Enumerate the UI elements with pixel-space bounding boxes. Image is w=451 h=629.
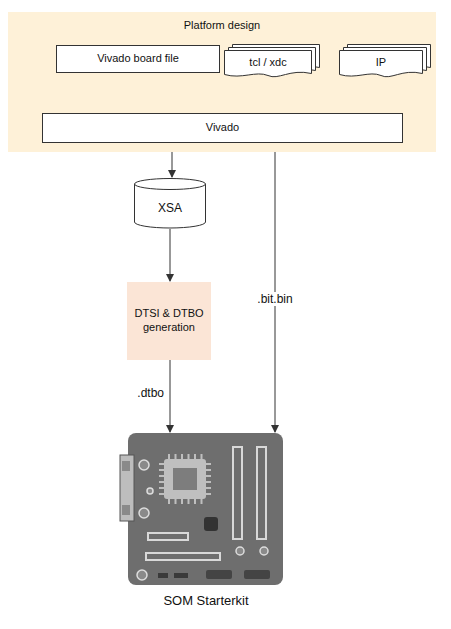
process-box: Vivado bbox=[42, 113, 403, 143]
flow-arrow bbox=[275, 143, 276, 432]
data-cylinder: XSA bbox=[134, 178, 206, 229]
edge-label: .bit.bin bbox=[255, 292, 294, 306]
node-label: IP bbox=[376, 56, 386, 70]
board-node: SOM Starterkit bbox=[120, 433, 292, 615]
node-label: XSA bbox=[158, 201, 182, 216]
node-label: Vivado bbox=[206, 121, 239, 135]
flow-arrow bbox=[170, 360, 171, 432]
node-label: DTSI & DTBO generation bbox=[133, 307, 205, 335]
document-stack: tcl / xdc bbox=[224, 44, 320, 80]
platform-band: Platform designVivado board file tcl / xd… bbox=[8, 12, 436, 152]
process-box: DTSI & DTBO generation bbox=[127, 282, 211, 360]
edge-label: .dtbo bbox=[135, 386, 166, 400]
process-box: Vivado board file bbox=[56, 45, 220, 73]
board-caption: SOM Starterkit bbox=[120, 593, 292, 609]
document-stack: IP bbox=[339, 44, 431, 80]
board-illustration bbox=[120, 433, 292, 585]
node-label: tcl / xdc bbox=[249, 56, 286, 70]
group-title: Platform design bbox=[8, 19, 436, 33]
node-label: Vivado board file bbox=[97, 52, 179, 66]
flow-arrow bbox=[170, 229, 171, 281]
